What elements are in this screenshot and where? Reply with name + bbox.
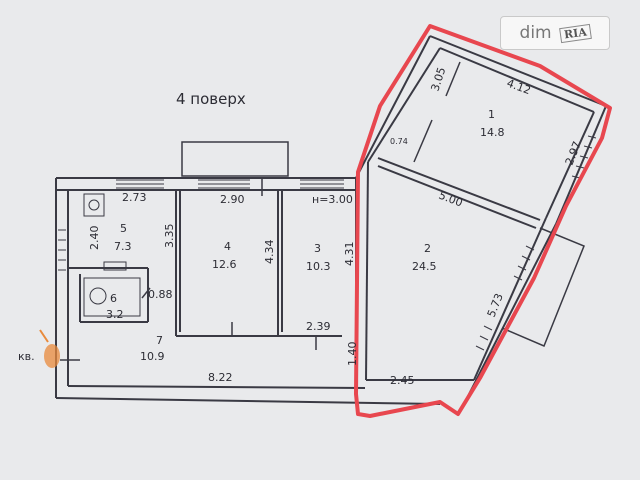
entrance-marker [39,329,80,368]
room-5-number: 5 [120,222,127,235]
dimria-watermark: dim RIA [500,16,610,50]
right-windows [475,135,597,351]
room-3-number: 3 [314,242,321,255]
room-4-area: 12.6 [212,258,237,271]
dim-r2-left: 1.40 [346,342,359,367]
dim-r2-bottom: 2.45 [390,374,415,387]
entrance-label: кв. [18,350,35,363]
top-windows [116,179,344,189]
floor-label: 4 поверх [176,90,246,108]
dim-corridor-length: 8.22 [208,371,233,384]
room-1-number: 1 [488,108,495,121]
dim-r2-top: 5.00 [437,189,465,210]
room1-partition [413,61,461,163]
balcony [181,141,289,177]
watermark-sub: RIA [558,23,592,43]
bathroom-fixtures [83,193,141,317]
dim-r5-top: 2.73 [122,191,147,204]
left-window [58,229,66,271]
room-5-area: 7.3 [114,240,132,253]
dim-r4-top: 2.90 [220,193,245,206]
outer-walls [55,177,441,405]
room-6-number: 6 [110,292,117,305]
room-2-number: 2 [424,242,431,255]
dim-r3-bottom: 2.39 [306,320,331,333]
interior-walls [68,190,342,337]
dim-r3-right: 4.31 [343,242,356,267]
dim-r1-left-small: 0.74 [390,137,408,146]
room2-balcony [501,227,585,347]
dim-r6-right: 0.88 [148,288,173,301]
dim-r5-right: 3.35 [163,224,176,249]
dim-r1-top: 4.12 [505,77,532,98]
dim-r4-right: 4.34 [263,240,276,265]
highlighted-apartment-outline [354,24,612,418]
room-1-area: 14.8 [480,126,505,139]
watermark-brand: dim [519,23,552,43]
room-6-area: 3.2 [106,308,124,321]
room-4-number: 4 [224,240,231,253]
right-block-walls [355,35,607,405]
dim-r3-top: н=3.00 [312,193,353,206]
dim-r5-left: 2.40 [88,226,101,251]
dim-r1-left-top: 3.05 [428,66,448,93]
doors [141,178,317,350]
room-7-number: 7 [156,334,163,347]
room-7-area: 10.9 [140,350,165,363]
room-2-area: 24.5 [412,260,437,273]
room-3-area: 10.3 [306,260,331,273]
